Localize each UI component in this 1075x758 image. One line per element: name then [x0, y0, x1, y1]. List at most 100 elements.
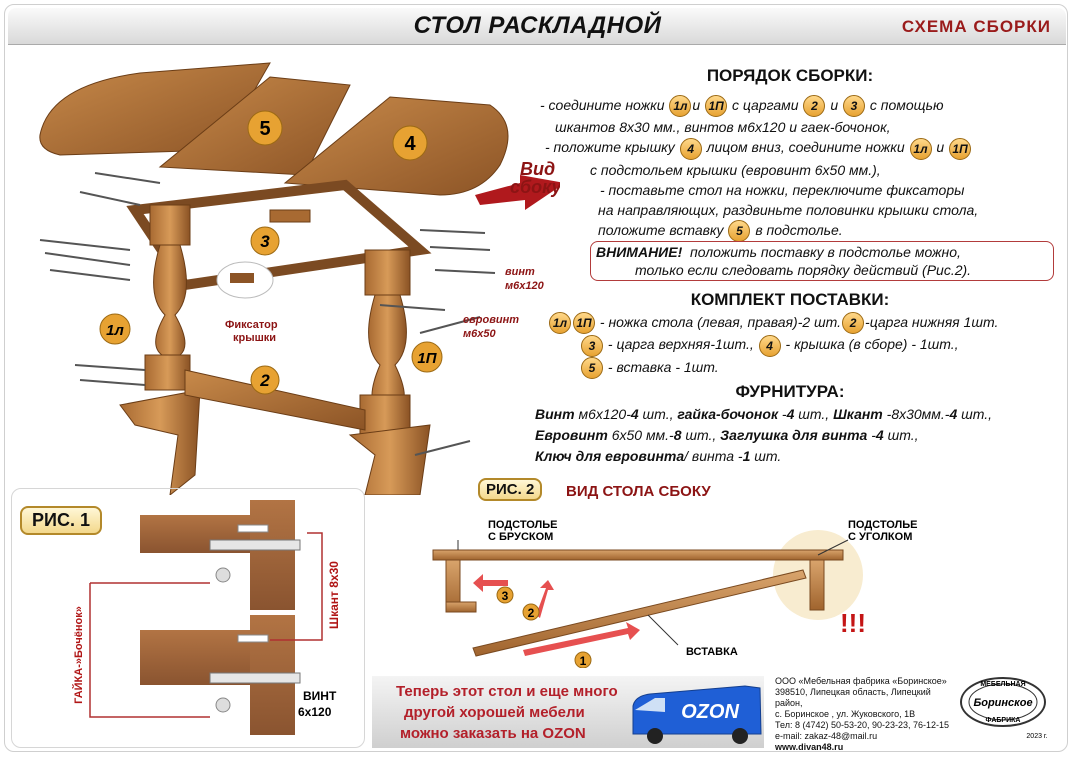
step-line: положите вставку 5 в подстолье.	[540, 219, 1070, 242]
kit-line: 3 - царга верхняя-1шт., 4 - крышка (в сб…	[548, 334, 1073, 357]
step-line: шкантов 8х30 мм., винтов м6х120 и гаек-б…	[555, 119, 891, 136]
step-2-badge: 2	[528, 606, 535, 620]
screw-size-label: 6х120	[298, 705, 332, 719]
company-address: 398510, Липецкая область, Липецкий район…	[775, 687, 931, 708]
dowel-top	[237, 524, 269, 533]
screw-top	[209, 539, 301, 551]
fig1-illustration: Шкант 8х30 ГАЙКА-»Бочёнок» ВИНТ 6х120	[72, 500, 341, 735]
fig2-label: РИС. 2	[478, 478, 543, 501]
logo-main-text: Боринское	[973, 697, 1032, 709]
side-view-label: Вид	[520, 159, 555, 179]
fig2-illustration: 1 2 3 ПОДСТОЛЬЕ С БРУСКОМ ПОДСТОЛЬЕ С УГ…	[432, 519, 918, 668]
company-info: ООО «Мебельная фабрика «Боринское» 39851…	[775, 676, 950, 753]
side-view-label-2: сбоку	[510, 177, 560, 197]
badge-5: 5	[728, 219, 751, 242]
promo-line: другой хорошей мебели	[404, 704, 585, 721]
part-badge-5: 5	[247, 110, 283, 146]
fig2-title: ВИД СТОЛА СБОКУ	[566, 483, 711, 500]
leg-left-top	[149, 204, 191, 246]
exclaim-label: !!!	[840, 608, 866, 638]
hardware-heading: ФУРНИТУРА:	[735, 382, 845, 401]
fixator-guide	[269, 209, 311, 223]
sub-frame-bar-label-2: С БРУСКОМ	[488, 531, 553, 543]
step-3-badge: 3	[502, 589, 509, 603]
left-block	[445, 601, 477, 613]
step-line: с подстольем крышки (евровинт 6х50 мм.),	[590, 161, 881, 178]
promo-line: Теперь этот стол и еще много	[396, 683, 618, 700]
van-brand-text: OZON	[681, 701, 739, 723]
delivery-van-image: OZON	[632, 685, 762, 744]
screw-label: винт	[505, 266, 535, 278]
company-phone: Тел: 8 (4742) 50-53-20, 90-23-23, 76-12-…	[775, 720, 950, 730]
hardware-line: Ключ для евровинта/ винта -1 шт.	[535, 448, 782, 464]
leg-right-top	[364, 249, 411, 296]
logo-top-text: МЕБЕЛЬНАЯ	[980, 681, 1025, 688]
sub-frame-angle-label-2: С УГОЛКОМ	[848, 531, 912, 543]
badge-1l: 1л	[909, 137, 932, 160]
screw-size-label: м6х120	[505, 280, 545, 292]
company-name: ООО «Мебельная фабрика «Боринское»	[775, 676, 947, 686]
warning-label: ВНИМАНИЕ!	[596, 244, 683, 260]
insert-label: ВСТАВКА	[686, 646, 738, 658]
promo-line: можно заказать на OZON	[400, 725, 586, 742]
fixator-label-2: крышки	[233, 332, 276, 344]
screw-label: ВИНТ	[303, 689, 337, 703]
company-website: www.divan48.ru	[775, 742, 844, 752]
screw-bottom	[209, 672, 301, 684]
nut-top	[215, 567, 231, 583]
foot-left	[119, 389, 201, 495]
leg-right	[368, 294, 407, 411]
page-subtitle: СХЕМА СБОРКИ	[901, 17, 1051, 36]
kit-heading: КОМПЛЕКТ ПОСТАВКИ:	[690, 290, 890, 309]
step-line: - положите крышку 4 лицом вниз, соединит…	[540, 137, 1070, 160]
assembly-illustration: 5 4 3 2 1л 1П Вид сбоку винт м6х120 евро…	[39, 62, 560, 495]
leg-left	[153, 244, 187, 356]
nut-bottom	[215, 697, 231, 713]
leg-piece-top	[250, 500, 295, 610]
step-line: на направляющих, раздвиньте половинки кр…	[598, 201, 979, 218]
tabletop-side	[432, 549, 844, 561]
dowel-bottom	[237, 634, 269, 643]
badge-3: 3	[843, 95, 866, 118]
warning-text: ВНИМАНИЕ! положить поставку в подстолье …	[596, 244, 961, 260]
page-title: СТОЛ РАСКЛАДНОЙ	[413, 12, 662, 39]
part-badge-1l: 1л	[99, 313, 131, 345]
part-badge-2: 2	[250, 365, 280, 395]
kit-line: 5 - вставка - 1шт.	[548, 356, 1073, 379]
eurovint-label: евровинт	[463, 314, 519, 326]
part-badge-3: 3	[250, 226, 280, 256]
page-frame	[4, 4, 1068, 752]
sub-frame-bar-label: ПОДСТОЛЬЕ	[488, 519, 558, 531]
part-badge-1p: 1П	[411, 341, 443, 373]
right-apron	[809, 559, 825, 611]
part-2-label: 2	[259, 371, 270, 390]
promo-text: Теперь этот стол и еще много другой хоро…	[396, 681, 641, 744]
side-view-arrow	[475, 175, 560, 210]
hardware-list: Винт м6х120-4 шт., гайка-бочонок -4 шт.,…	[535, 404, 1065, 467]
header-bar	[8, 8, 1066, 45]
part-1p-label: 1П	[417, 350, 437, 367]
sub-frame-angle-label: ПОДСТОЛЬЕ	[848, 519, 918, 531]
arrow-1	[523, 622, 640, 656]
warning-text-2: только если следовать порядку действий (…	[635, 262, 972, 278]
hardware-line: Евровинт 6х50 мм.-8 шт., Заглушка для ви…	[535, 427, 919, 443]
hardware-line: Винт м6х120-4 шт., гайка-бочонок -4 шт.,…	[535, 406, 993, 422]
lower-rail	[184, 369, 366, 431]
part-5-label: 5	[259, 118, 270, 140]
nut-label: ГАЙКА-»Бочёнок»	[72, 606, 85, 704]
logo-bottom-text: ФАБРИКА	[986, 717, 1021, 724]
company-email: e-mail: zakaz-48@mail.ru	[775, 731, 878, 741]
insert-board	[472, 569, 807, 657]
warning-box	[590, 241, 1054, 281]
badge-4: 4	[679, 137, 702, 160]
eurovint-size-label: м6х50	[463, 328, 496, 340]
fig1-label: РИС. 1	[20, 506, 102, 535]
part-3-label: 3	[260, 232, 270, 251]
company-address-2: с. Боринское , ул. Жуковского, 1В	[775, 709, 916, 719]
assembly-heading: ПОРЯДОК СБОРКИ:	[706, 66, 874, 85]
arrow-3	[473, 574, 508, 592]
